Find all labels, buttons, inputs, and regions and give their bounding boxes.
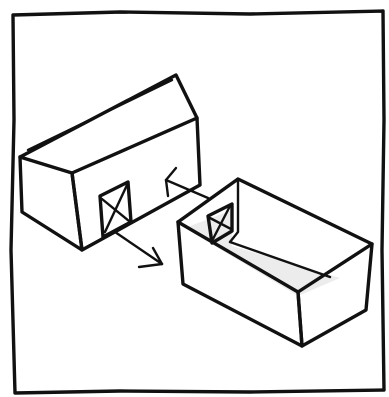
- frame-border: [11, 11, 384, 393]
- barn-side-wall: [72, 118, 200, 250]
- barn-base-line: [22, 212, 82, 250]
- barn-roof: [20, 75, 197, 173]
- arrow-to-box: [115, 232, 162, 267]
- open-box: [178, 179, 372, 346]
- box-right-face: [298, 244, 372, 346]
- barn-door: [100, 182, 131, 237]
